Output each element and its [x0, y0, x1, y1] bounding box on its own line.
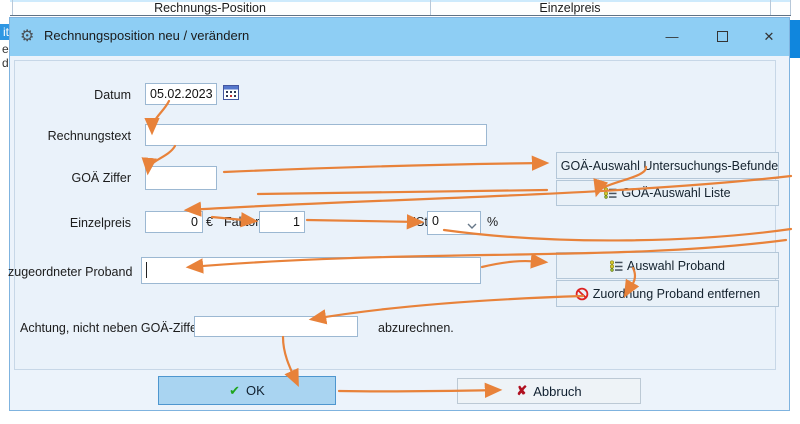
auswahl-proband-button[interactable]: Auswahl Proband — [556, 252, 779, 279]
goa-ziffer-label: GOÄ Ziffer — [71, 171, 131, 185]
text-caret — [146, 262, 147, 278]
zuordnung-entfernen-label: Zuordnung Proband entfernen — [592, 286, 761, 301]
background-row-fragment: e — [2, 42, 9, 56]
background-row-fragment: d — [2, 56, 9, 70]
x-icon: ✘ — [516, 383, 528, 398]
goa-auswahl-liste-label: GOÄ-Auswahl Liste — [621, 186, 731, 200]
einzelpreis-input[interactable] — [145, 211, 203, 233]
achtung-ziffern-input[interactable] — [194, 316, 358, 337]
datum-input[interactable] — [145, 83, 217, 105]
goa-auswahl-liste-button[interactable]: GOÄ-Auswahl Liste — [556, 180, 779, 206]
column-separator — [12, 0, 13, 15]
auswahl-proband-label: Auswahl Proband — [627, 258, 725, 273]
proband-input[interactable] — [141, 257, 481, 284]
faktor-input[interactable] — [259, 211, 305, 233]
minimize-button[interactable]: — — [665, 29, 679, 44]
proband-label: zugeordneter Proband — [8, 265, 133, 279]
maximize-button[interactable] — [705, 21, 739, 52]
faktor-label: Faktor — [224, 215, 260, 229]
zuordnung-entfernen-button[interactable]: Zuordnung Proband entfernen — [556, 280, 779, 307]
calendar-icon[interactable] — [223, 85, 239, 100]
column-separator — [430, 0, 431, 15]
abbruch-label: Abbruch — [533, 383, 582, 399]
list-icon — [604, 187, 617, 199]
column-header-rechnungs-position: Rechnungs-Position — [154, 1, 266, 15]
rechnungstext-label: Rechnungstext — [47, 129, 131, 143]
column-separator — [770, 0, 771, 15]
chevron-down-icon — [467, 218, 477, 232]
ust-select[interactable]: 0 — [427, 211, 481, 235]
einzelpreis-label: Einzelpreis — [69, 216, 131, 230]
ok-label: OK — [246, 383, 265, 398]
datum-label: Datum — [94, 88, 131, 102]
abzurechnen-label: abzurechnen. — [378, 321, 454, 335]
achtung-label: Achtung, nicht neben GOÄ-Ziffern — [20, 321, 209, 335]
rechnungstext-input[interactable] — [145, 124, 487, 146]
goa-auswahl-befunde-label: GOÄ-Auswahl Untersuchungs-Befunde — [560, 158, 779, 173]
percent-sign: % — [487, 215, 499, 229]
abbruch-button[interactable]: ✘ Abbruch — [457, 378, 641, 404]
background-panel-edge — [789, 20, 800, 58]
column-header-einzelpreis: Einzelpreis — [539, 1, 601, 15]
column-separator — [790, 0, 791, 15]
dialog-title: Rechnungsposition neu / verändern — [44, 28, 250, 43]
dialog-titlebar[interactable]: ⚙ Rechnungsposition neu / verändern — ✕ — [10, 18, 789, 56]
goa-auswahl-befunde-button[interactable]: GOÄ-Auswahl Untersuchungs-Befunde — [556, 152, 779, 179]
no-entry-icon — [575, 287, 589, 300]
list-icon — [610, 260, 623, 272]
check-icon: ✔ — [229, 382, 241, 398]
background-table-header: Rechnungs-Position Einzelpreis — [10, 0, 791, 16]
ust-value: 0 — [432, 214, 439, 228]
ok-button[interactable]: ✔ OK — [158, 376, 336, 405]
goa-ziffer-input[interactable] — [145, 166, 217, 190]
background-top-line — [10, 0, 791, 2]
close-button[interactable]: ✕ — [763, 29, 775, 44]
maximize-icon — [716, 31, 728, 42]
ust-label: USt — [407, 215, 428, 229]
euro-sign: € — [206, 215, 213, 229]
gear-icon: ⚙ — [20, 28, 35, 45]
